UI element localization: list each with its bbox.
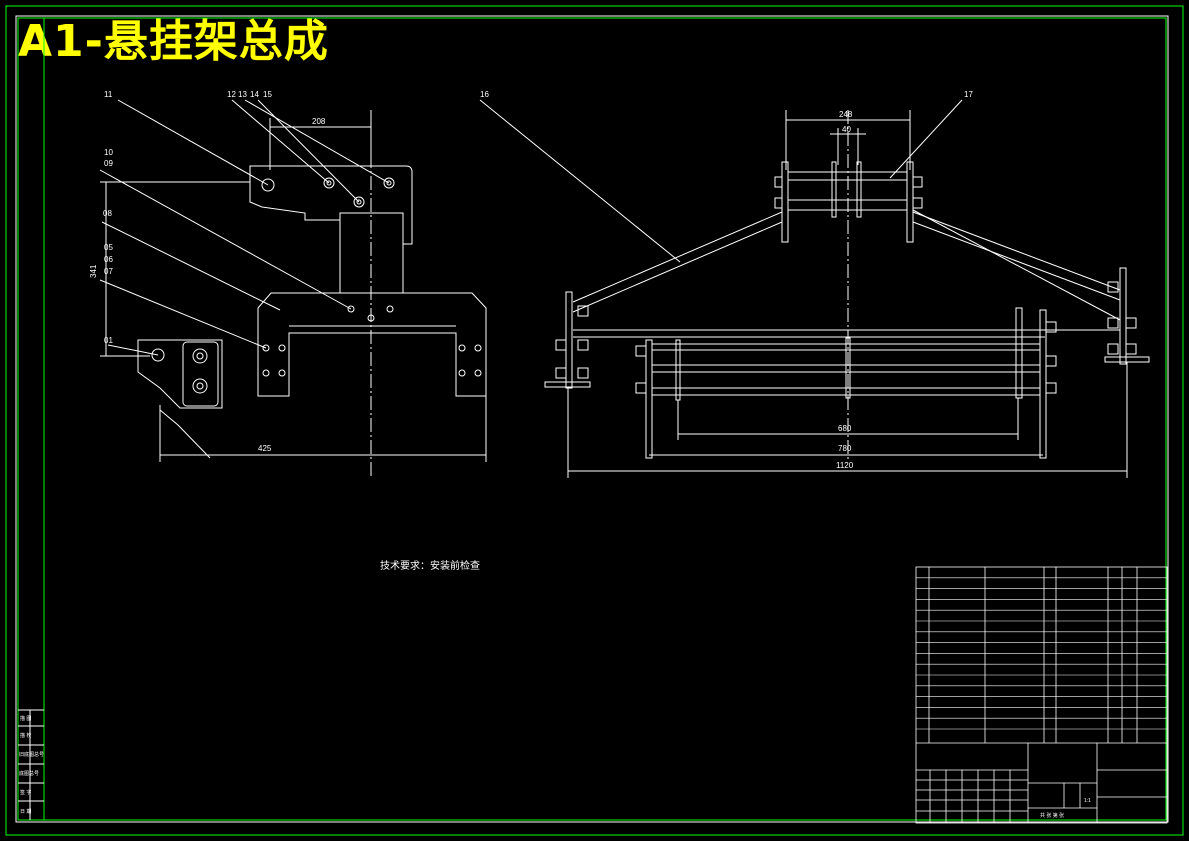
sheet-border	[5, 5, 1184, 836]
stamp-label: 描 校	[20, 732, 31, 739]
callout-17: 17	[964, 90, 973, 99]
stamp-column-labels: 描 图 描 校 旧底图总号 底图总号 签 字 日 期	[19, 715, 44, 815]
callout-06: 06	[104, 255, 113, 264]
dim-341: 341	[89, 264, 98, 278]
dim-40: 40	[842, 125, 851, 134]
right-view	[479, 99, 1150, 478]
dim-780: 780	[838, 444, 852, 453]
stamp-label: 描 图	[20, 715, 31, 722]
dim-248: 248	[839, 110, 853, 119]
stamp-label: 日 期	[20, 809, 31, 815]
callout-15: 15	[263, 90, 272, 99]
callout-05: 05	[104, 243, 113, 252]
stamp-label: 签 字	[20, 789, 31, 796]
scale-value: 1:1	[1084, 798, 1091, 804]
right-view-labels: 16 17 248 40 680 780 1120	[480, 90, 973, 470]
stamp-label: 底图总号	[19, 770, 39, 777]
dim-1120: 1120	[836, 461, 854, 470]
title-block	[915, 566, 1168, 824]
stamp-label: 旧底图总号	[19, 751, 44, 758]
dim-208: 208	[312, 117, 326, 126]
sheet-count: 共 张 第 张	[1040, 812, 1064, 819]
callout-10: 10	[104, 148, 113, 157]
callout-11: 11	[104, 90, 113, 99]
callout-07: 07	[104, 267, 113, 276]
dim-425: 425	[258, 444, 272, 453]
left-view	[99, 99, 487, 478]
title-block-text: 1:1 共 张 第 张	[1040, 798, 1091, 819]
callout-08: 08	[103, 209, 112, 218]
sheet-title: A1-悬挂架总成	[18, 16, 329, 67]
bom-table	[916, 577, 1167, 730]
callout-12: 12	[227, 90, 236, 99]
callout-14: 14	[250, 90, 259, 99]
dim-680: 680	[838, 424, 852, 433]
technical-requirement: 技术要求：安装前检查	[380, 561, 480, 572]
callout-09: 09	[104, 159, 113, 168]
callout-13: 13	[238, 90, 247, 99]
callout-16: 16	[480, 90, 489, 99]
left-view-labels: 11 12 13 14 15 10 09 08 05 06 07 01 208 …	[89, 90, 326, 453]
callout-01: 01	[104, 336, 113, 345]
